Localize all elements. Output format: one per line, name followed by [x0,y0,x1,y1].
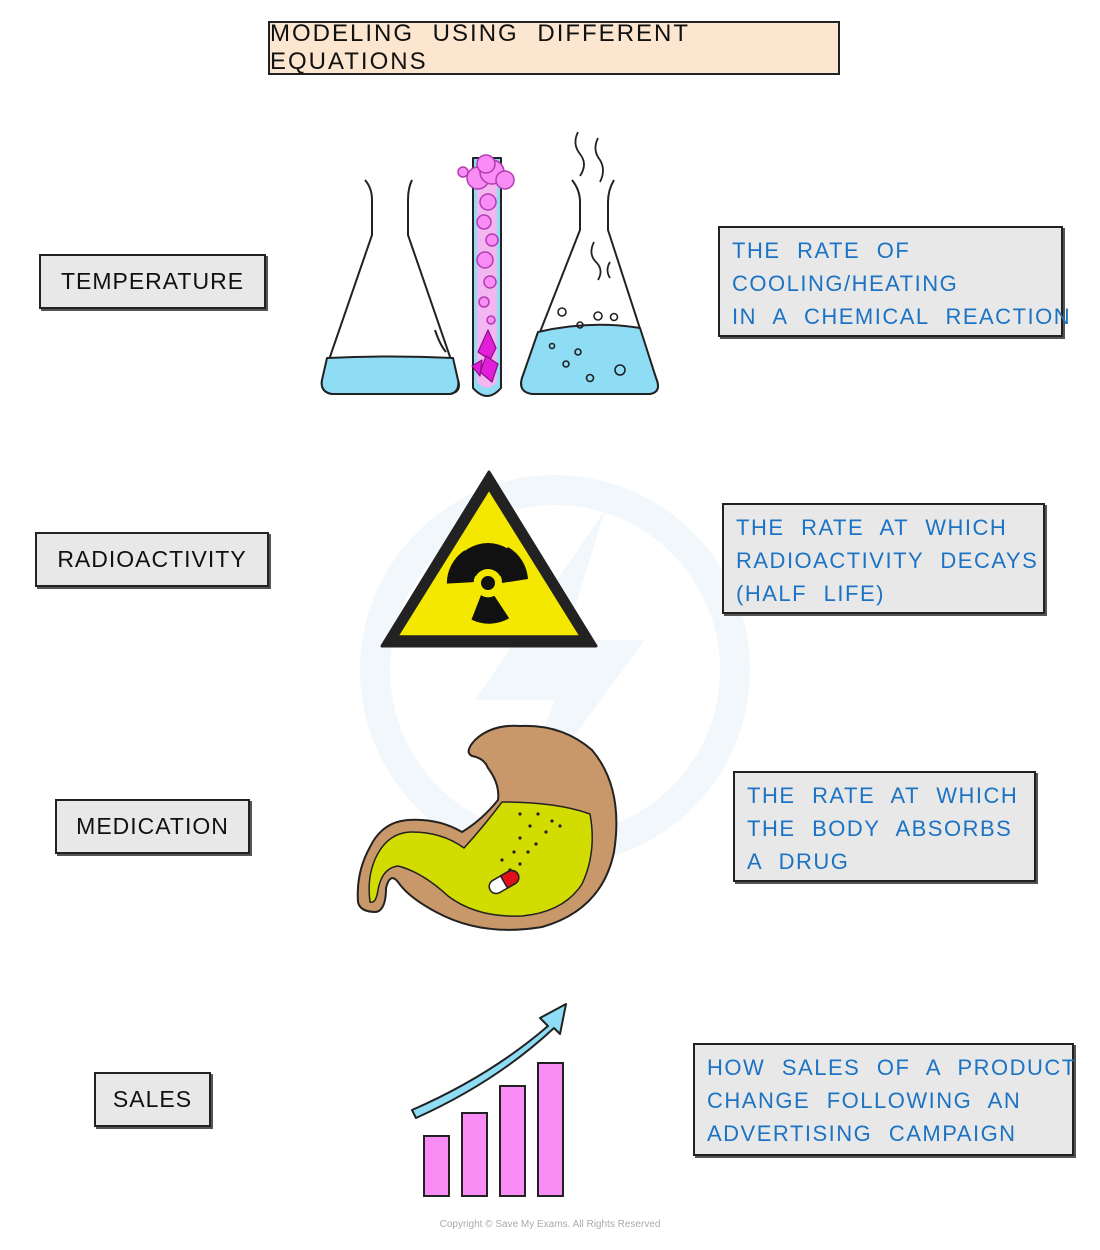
page-title: MODELING USING DIFFERENT EQUATIONS [268,20,840,75]
description-radioactivity: THE RATE AT WHICH RADIOACTIVITY DECAYS (… [722,503,1045,614]
description-line: IN A CHEMICAL REACTION [732,304,1072,329]
description-line: COOLING/HEATING [732,271,959,296]
description-line: CHANGE FOLLOWING AN [707,1088,1022,1113]
sales-growth-chart-icon [411,1003,567,1197]
description-line: THE RATE AT WHICH [747,783,1019,808]
left-flask [320,179,460,395]
label-medication: MEDICATION [55,799,250,854]
description-line: HOW SALES OF A PRODUCT [707,1055,1077,1080]
description-line: ADVERTISING CAMPAIGN [707,1121,1017,1146]
chemistry-flasks-icon [320,131,659,397]
description-line: RADIOACTIVITY DECAYS [736,548,1039,573]
description-line: THE RATE AT WHICH [736,515,1008,540]
label-temperature: TEMPERATURE [39,254,266,309]
label-sales: SALES [94,1072,211,1127]
test-tube [457,154,515,397]
description-sales: HOW SALES OF A PRODUCT CHANGE FOLLOWING … [693,1043,1077,1156]
right-flask [520,131,659,395]
description-line: THE RATE OF [732,238,911,263]
description-medication: THE RATE AT WHICH THE BODY ABSORBS A DRU… [733,771,1036,882]
stomach-pill-icon [356,724,618,931]
label-radioactivity: RADIOACTIVITY [35,532,269,587]
copyright-notice: Copyright © Save My Exams. All Rights Re… [439,1219,661,1230]
description-line: (HALF LIFE) [736,581,885,606]
description-line: A DRUG [747,849,850,874]
radiation-hazard-icon [380,470,598,648]
description-temperature: THE RATE OF COOLING/HEATING IN A CHEMICA… [718,226,1072,337]
description-line: THE BODY ABSORBS [747,816,1013,841]
